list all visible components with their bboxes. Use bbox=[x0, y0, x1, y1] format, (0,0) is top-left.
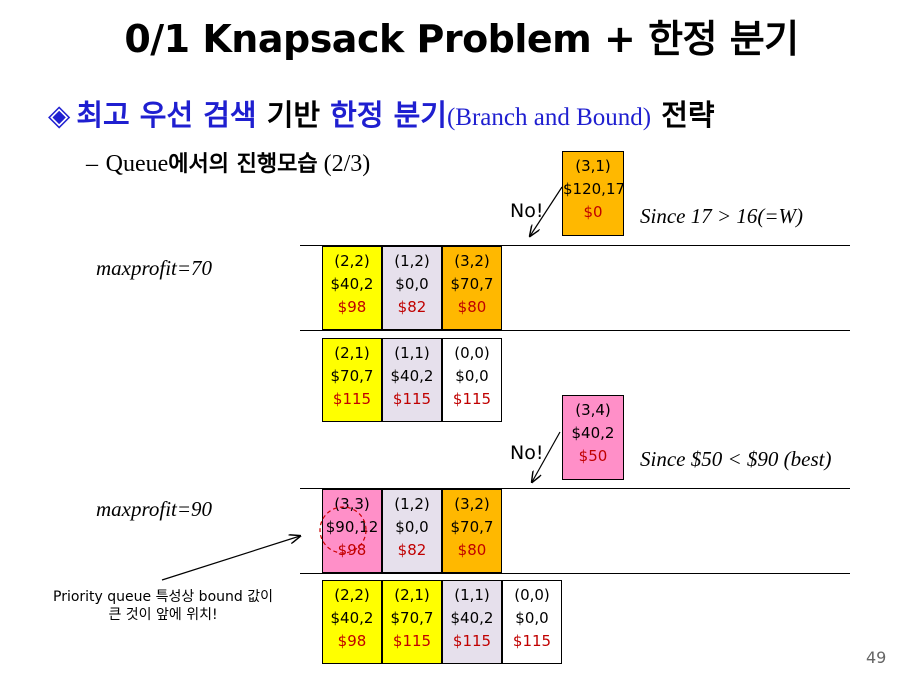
node-value: $70,7 bbox=[450, 518, 494, 536]
node-bound: $115 bbox=[452, 632, 492, 650]
queue-node: (0,0) $0,0 $115 bbox=[502, 580, 562, 664]
bullet-strategy: ◈최고 우선 검색 기반 한정 분기(Branch and Bound) 전략 bbox=[48, 92, 715, 134]
node-id: (1,2) bbox=[394, 495, 430, 513]
node-id: (3,3) bbox=[334, 495, 370, 513]
maxprofit-70: maxprofit=70 bbox=[96, 256, 213, 280]
queue-node: (2,1) $70,7 $115 bbox=[322, 338, 382, 422]
bullet1-part2: 기반 bbox=[256, 98, 331, 132]
node-id: (2,1) bbox=[394, 586, 430, 604]
arrow-note bbox=[161, 536, 300, 581]
node-id: (2,2) bbox=[334, 586, 370, 604]
node-bound: $115 bbox=[452, 390, 492, 408]
queue-line-1 bbox=[300, 245, 850, 246]
dash-marker: – bbox=[86, 151, 98, 177]
queue-node: (1,1) $40,2 $115 bbox=[382, 338, 442, 422]
no-label-mid: No! bbox=[510, 442, 544, 464]
node-id: (2,1) bbox=[334, 344, 370, 362]
node-bound: $115 bbox=[392, 632, 432, 650]
node-bound: $98 bbox=[337, 298, 367, 316]
node-value: $40,2 bbox=[390, 367, 434, 385]
bullet1-part3: 한정 분기 bbox=[330, 98, 447, 132]
node-value: $40,2 bbox=[450, 609, 494, 627]
note-line-2: 큰 것이 앞에 위치! bbox=[108, 607, 218, 623]
node-bound: $50 bbox=[578, 447, 608, 465]
node-bound: $82 bbox=[397, 541, 427, 559]
node-3-1: (3,1) $120,17 $0 bbox=[562, 151, 626, 236]
queue-node: (2,1) $70,7 $115 bbox=[382, 580, 442, 664]
bullet-queue-progress: – Queue에서의 진행모습 (2/3) bbox=[86, 146, 370, 178]
node-bound: $80 bbox=[457, 298, 487, 316]
queue-node: (2,2) $40,2 $98 bbox=[322, 246, 382, 330]
node-value: $0,0 bbox=[515, 609, 549, 627]
slide-title: 0/1 Knapsack Problem + 한정 분기 bbox=[124, 17, 799, 61]
node-value: $40,2 bbox=[330, 275, 374, 293]
bullet2-part2: 에서의 진행모습 bbox=[168, 152, 318, 177]
queue-node: (3,3) $90,12 $98 bbox=[322, 489, 382, 573]
priority-queue-note: Priority queue 특성상 bound 값이 큰 것이 앞에 위치! bbox=[28, 588, 298, 624]
node-bound: $115 bbox=[392, 390, 432, 408]
queue-node: (0,0) $0,0 $115 bbox=[442, 338, 502, 422]
node-value: $0,0 bbox=[395, 518, 429, 536]
queue-node: (3,2) $70,7 $80 bbox=[442, 246, 502, 330]
no-label-top: No! bbox=[510, 200, 544, 222]
queue-line-4 bbox=[300, 573, 850, 574]
node-bound: $82 bbox=[397, 298, 427, 316]
node-value: $70,7 bbox=[330, 367, 374, 385]
queue-node: (3,2) $70,7 $80 bbox=[442, 489, 502, 573]
node-id: (2,2) bbox=[334, 252, 370, 270]
node-id: (1,2) bbox=[394, 252, 430, 270]
node-value: $40,2 bbox=[571, 424, 615, 442]
queue-node: (1,2) $0,0 $82 bbox=[382, 489, 442, 573]
bullet1-part4: (Branch and Bound) bbox=[446, 104, 652, 131]
page-number: 49 bbox=[866, 648, 887, 667]
node-bound: $80 bbox=[457, 541, 487, 559]
node-value: $120,17 bbox=[563, 180, 626, 198]
node-bound: $98 bbox=[337, 632, 367, 650]
bullet2-part3: (2/3) bbox=[317, 151, 371, 177]
node-bound: $98 bbox=[337, 541, 367, 559]
node-value: $90,12 bbox=[325, 518, 379, 536]
node-3-4: (3,4) $40,2 $50 bbox=[562, 395, 624, 480]
maxprofit-90: maxprofit=90 bbox=[96, 497, 213, 521]
queue-line-2 bbox=[300, 330, 850, 331]
node-id: (3,4) bbox=[575, 401, 611, 419]
node-id: (1,1) bbox=[394, 344, 430, 362]
reason-mid: Since $50 < $90 (best) bbox=[640, 447, 832, 471]
node-id: (1,1) bbox=[454, 586, 490, 604]
queue-node: (2,2) $40,2 $98 bbox=[322, 580, 382, 664]
node-id: (0,0) bbox=[514, 586, 550, 604]
node-value: $40,2 bbox=[330, 609, 374, 627]
bullet1-part1: 최고 우선 검색 bbox=[76, 98, 257, 132]
node-id: (3,2) bbox=[454, 252, 490, 270]
queue-node: (1,1) $40,2 $115 bbox=[442, 580, 502, 664]
bullet2-part1: Queue bbox=[105, 151, 169, 177]
node-bound: $115 bbox=[332, 390, 372, 408]
node-value: $70,7 bbox=[390, 609, 434, 627]
node-id: (3,1) bbox=[575, 157, 611, 175]
node-bound: $115 bbox=[512, 632, 552, 650]
node-value: $0,0 bbox=[395, 275, 429, 293]
diamond-bullet-icon: ◈ bbox=[48, 98, 71, 132]
node-value: $0,0 bbox=[455, 367, 489, 385]
node-value: $70,7 bbox=[450, 275, 494, 293]
node-bound: $0 bbox=[583, 203, 603, 221]
queue-node: (1,2) $0,0 $82 bbox=[382, 246, 442, 330]
bullet1-part5: 전략 bbox=[651, 98, 715, 132]
node-id: (3,2) bbox=[454, 495, 490, 513]
node-id: (0,0) bbox=[454, 344, 490, 362]
note-line-1: Priority queue 특성상 bound 값이 bbox=[53, 589, 273, 605]
reason-top: Since 17 > 16(=W) bbox=[640, 204, 804, 228]
queue-line-3 bbox=[300, 488, 850, 489]
